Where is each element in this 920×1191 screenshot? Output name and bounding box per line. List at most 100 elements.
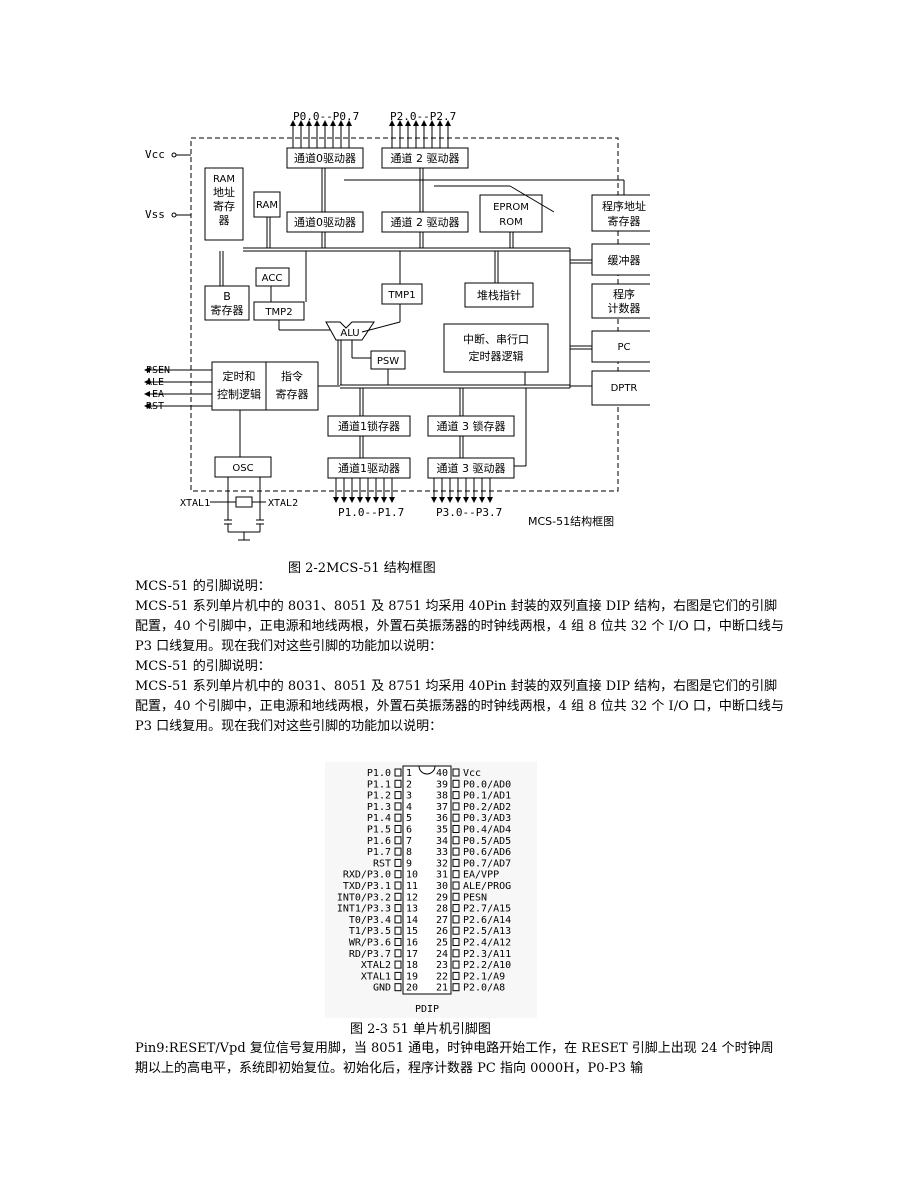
block-osc bbox=[214, 456, 272, 478]
dip-pin-pad bbox=[452, 983, 460, 992]
label-tmp1: TMP1 bbox=[387, 290, 415, 301]
label-interrupt-1: 定时器逻辑 bbox=[469, 349, 524, 363]
label-dptr: DPTR bbox=[611, 383, 638, 394]
label-eprom-1: ROM bbox=[499, 217, 522, 228]
block-tmp1 bbox=[381, 283, 423, 305]
block-dptr bbox=[591, 370, 650, 406]
dip-pin-name: XTAL2 bbox=[361, 960, 391, 971]
label-tmp2: TMP2 bbox=[264, 307, 292, 318]
dip-pin-number: 33 bbox=[436, 847, 448, 858]
dip-pin-pad bbox=[394, 802, 402, 811]
dip-pin-pad bbox=[452, 791, 460, 800]
dip-pin-number: 6 bbox=[406, 825, 412, 836]
label-p1-driver: 通道1驱动器 bbox=[338, 461, 400, 475]
label-p3-latch: 通道 3 锁存器 bbox=[437, 419, 506, 433]
dip-pin-number: 19 bbox=[406, 971, 418, 982]
dip-notch bbox=[418, 765, 436, 775]
dip-pin-name: RST bbox=[373, 858, 391, 869]
dip-pin-pad bbox=[394, 858, 402, 867]
dip-pin-pad bbox=[452, 971, 460, 980]
dip-pin-pad bbox=[452, 825, 460, 833]
dip-pin-pad bbox=[394, 892, 402, 901]
block-acc bbox=[255, 267, 290, 287]
dip-pin-name: RXD/P3.0 bbox=[343, 870, 391, 881]
dip-pin-name: GND bbox=[373, 983, 391, 994]
dip-pin-number: 25 bbox=[436, 938, 448, 949]
dip-pin-number: 15 bbox=[406, 926, 418, 937]
dip-pin-name: P0.5/AD5 bbox=[463, 836, 511, 847]
dip-pin-name: Vcc bbox=[463, 768, 481, 779]
xtal2-label: XTAL2 bbox=[268, 498, 298, 509]
dip-pin-name: P1.0 bbox=[367, 768, 391, 779]
paragraph-1: MCS-51 的引脚说明： bbox=[135, 579, 271, 594]
dip-pin-name: P2.0/A8 bbox=[463, 983, 505, 994]
dip-pin-pad bbox=[452, 926, 460, 935]
dip-pin-name: P0.4/AD4 bbox=[463, 825, 511, 836]
dip-pin-number: 3 bbox=[406, 791, 412, 802]
dip-pin-pad bbox=[394, 881, 402, 890]
dip-pin-number: 40 bbox=[436, 768, 448, 779]
dip-pin-number: 13 bbox=[406, 904, 418, 915]
dip-pin-pad bbox=[394, 983, 402, 992]
label-osc: OSC bbox=[232, 463, 253, 474]
dip-pin-number: 18 bbox=[406, 960, 418, 971]
dip-body bbox=[402, 765, 452, 995]
dip-pin-number: 14 bbox=[406, 915, 418, 926]
label-p3-driver: 通道 3 驱动器 bbox=[437, 461, 506, 475]
label-pc-counter-0: 程序 bbox=[613, 287, 635, 301]
dip-pin-pad bbox=[452, 813, 460, 822]
dip-pin-number: 12 bbox=[406, 892, 418, 903]
block-alu bbox=[325, 321, 375, 341]
label-alu: ALU bbox=[340, 328, 359, 339]
dip-pin-number: 30 bbox=[436, 881, 448, 892]
dip-pin-pad bbox=[452, 779, 460, 788]
vcc-label: Vcc bbox=[145, 148, 165, 161]
block-interrupt-logic bbox=[443, 323, 549, 373]
dip-pin-number: 22 bbox=[436, 971, 448, 982]
dip-pin-name: P1.4 bbox=[367, 813, 391, 824]
dip-pin-pad bbox=[394, 971, 402, 980]
dip-pin-name: INT0/P3.2 bbox=[337, 892, 391, 903]
block-p1-driver bbox=[327, 457, 411, 479]
dip-pin-pad bbox=[452, 858, 460, 867]
label-pc-addr-1: 寄存器 bbox=[608, 214, 641, 228]
dip-pin-number: 37 bbox=[436, 802, 448, 813]
dip-pin-pad bbox=[394, 768, 402, 777]
paragraph-2: MCS-51 系列单片机中的 8031、8051 及 8751 均采用 40Pi… bbox=[135, 599, 784, 654]
dip-pin-number: 31 bbox=[436, 870, 448, 881]
paragraph-4: MCS-51 系列单片机中的 8031、8051 及 8751 均采用 40Pi… bbox=[135, 679, 784, 734]
dip-pin-name: P1.2 bbox=[367, 791, 391, 802]
label-interrupt-0: 中断、串行口 bbox=[463, 332, 529, 346]
label-timing-0: 定时和 bbox=[223, 369, 256, 383]
dip-pin-right: 31 EA/VPP bbox=[436, 870, 499, 881]
dip-pin-name: P0.1/AD1 bbox=[463, 791, 511, 802]
paragraph-pin9: Pin9:RESET/Vpd 复位信号复用脚，当 8051 通电，时钟电路开始工… bbox=[135, 1041, 774, 1076]
figure2-caption: 图 2-3 51 单片机引脚图 bbox=[350, 1022, 491, 1037]
p0-pin-arrows bbox=[292, 125, 350, 150]
dip-pin-number: 39 bbox=[436, 779, 448, 790]
dip-pin-number: 4 bbox=[406, 802, 412, 813]
label-ram-addr-2: 寄存 bbox=[213, 199, 235, 213]
dip-pin-number: 36 bbox=[436, 813, 448, 824]
dip-pin-name: P1.7 bbox=[367, 847, 391, 858]
dip-pin-name: EA/VPP bbox=[463, 870, 499, 881]
pins-p3-label: P3.0--P3.7 bbox=[436, 506, 502, 519]
dip-pin-pad bbox=[452, 802, 460, 811]
